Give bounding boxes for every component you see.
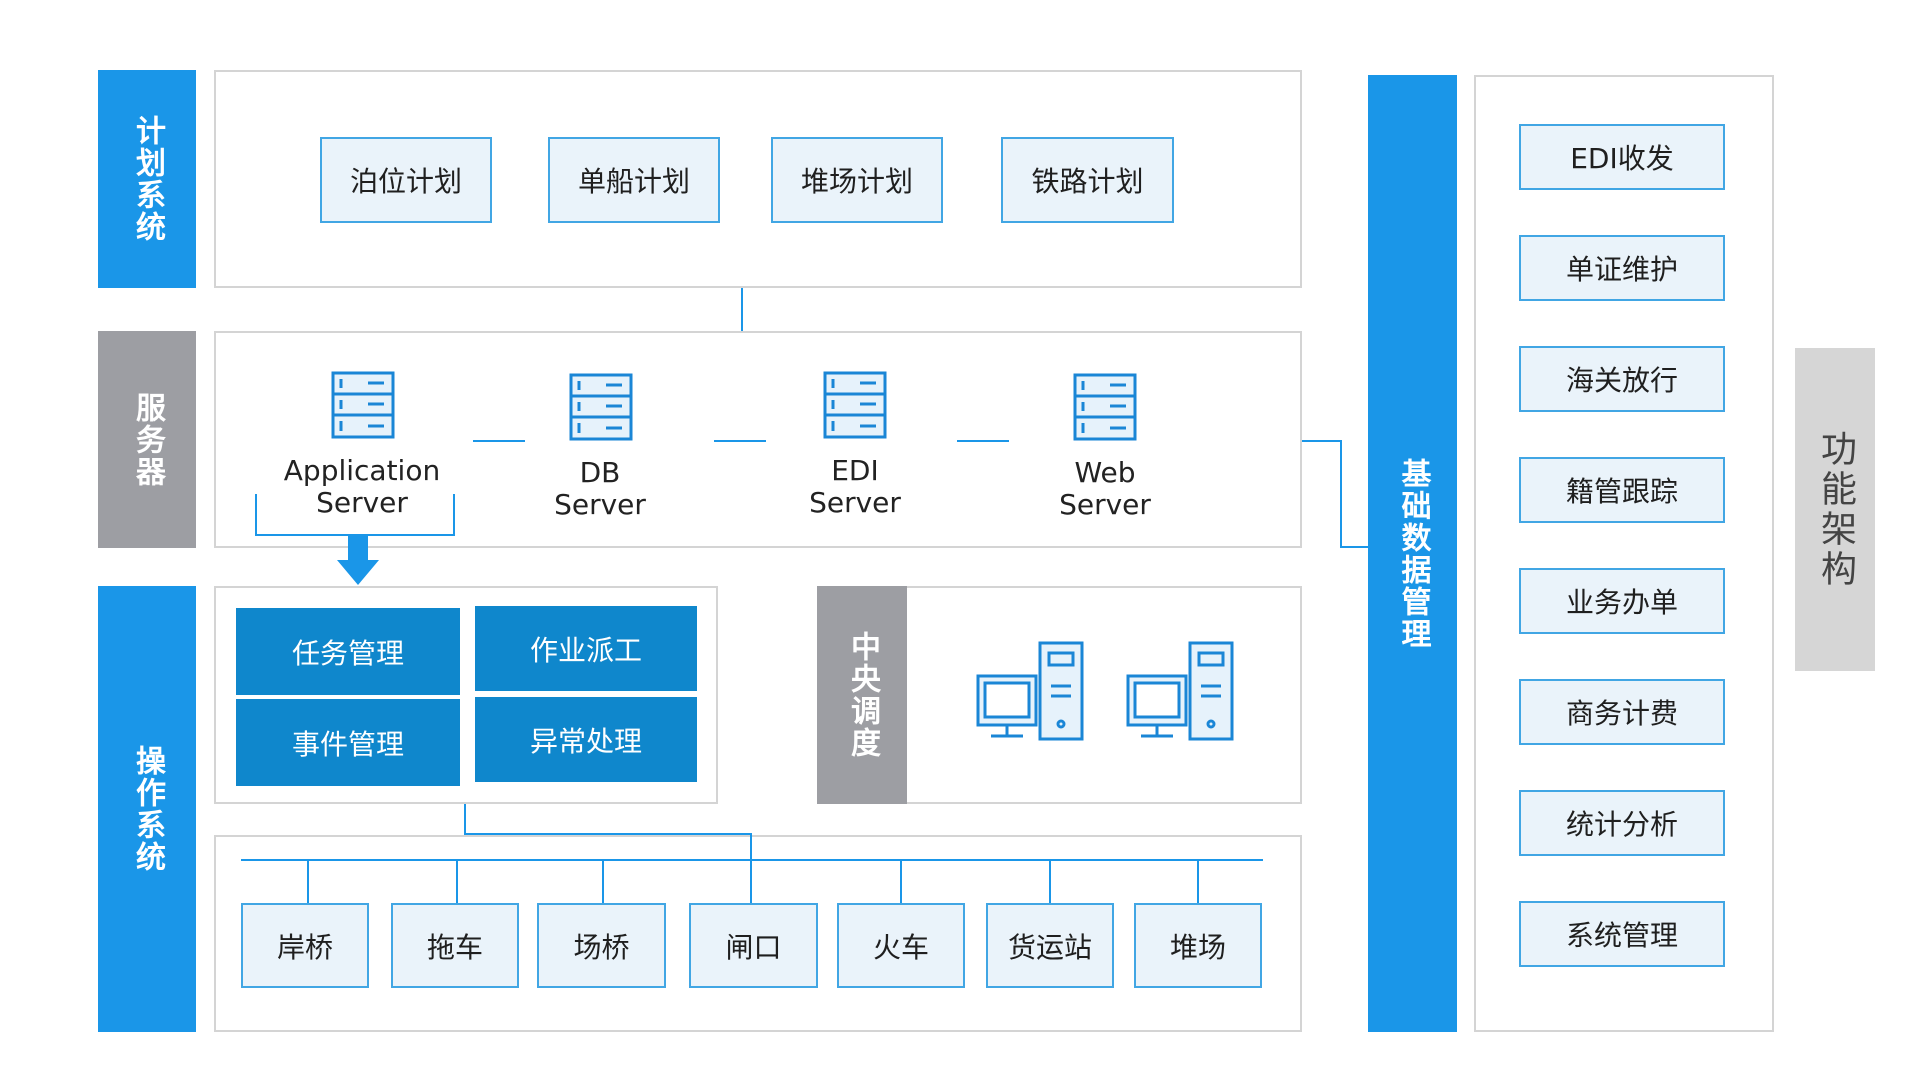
server-link-1 bbox=[473, 440, 525, 442]
basic-item-business: 业务办单 bbox=[1519, 568, 1725, 634]
application-server-icon bbox=[331, 371, 395, 439]
basic-item-document: 单证维护 bbox=[1519, 235, 1725, 301]
plan-item-railway: 铁路计划 bbox=[1001, 137, 1174, 223]
server-link-2 bbox=[714, 440, 766, 442]
plan-system-label: 计划系统 bbox=[98, 70, 196, 288]
server-label: 服务器 bbox=[98, 331, 196, 548]
server-basic-link-v bbox=[1340, 440, 1342, 548]
basic-item-customs: 海关放行 bbox=[1519, 346, 1725, 412]
equipment-tractor: 拖车 bbox=[391, 903, 519, 988]
equipment-freight-station: 货运站 bbox=[986, 903, 1114, 988]
plan-item-ship: 单船计划 bbox=[548, 137, 720, 223]
edi-server-icon bbox=[823, 371, 887, 439]
basic-item-billing: 商务计费 bbox=[1519, 679, 1725, 745]
event-management: 事件管理 bbox=[236, 699, 460, 786]
basic-item-registry: 籍管跟踪 bbox=[1519, 457, 1725, 523]
basic-item-system: 系统管理 bbox=[1519, 901, 1725, 967]
server-link-3 bbox=[957, 440, 1009, 442]
central-dispatch-label: 中央调度 bbox=[817, 586, 907, 804]
task-management: 任务管理 bbox=[236, 608, 460, 695]
down-arrow-icon bbox=[337, 536, 379, 585]
bracket-left bbox=[255, 494, 257, 536]
basic-item-statistics: 统计分析 bbox=[1519, 790, 1725, 856]
plan-item-berth: 泊位计划 bbox=[320, 137, 492, 223]
basic-item-edi: EDI收发 bbox=[1519, 124, 1725, 190]
bus-drop bbox=[602, 859, 604, 903]
bus-drop bbox=[1197, 859, 1199, 903]
op-equip-link-h bbox=[464, 833, 752, 835]
workstation-icon bbox=[1126, 641, 1234, 741]
equipment-bus bbox=[241, 859, 1263, 861]
server-basic-link-h1 bbox=[1302, 440, 1342, 442]
web-server-icon bbox=[1073, 373, 1137, 441]
basic-data-label: 基础数据管理 bbox=[1368, 75, 1457, 1032]
bus-drop bbox=[307, 859, 309, 903]
bracket-right bbox=[453, 494, 455, 536]
bracket-bottom bbox=[255, 534, 455, 536]
operation-system-label: 操作系统 bbox=[98, 586, 196, 1032]
bus-drop bbox=[456, 859, 458, 903]
plan-item-yard: 堆场计划 bbox=[771, 137, 943, 223]
equipment-yard-crane: 场桥 bbox=[537, 903, 666, 988]
plan-server-connector bbox=[741, 288, 743, 331]
op-equip-link-v1 bbox=[464, 804, 466, 835]
basic-data-panel bbox=[1474, 75, 1774, 1032]
bus-drop bbox=[1049, 859, 1051, 903]
work-dispatch: 作业派工 bbox=[475, 606, 697, 691]
equipment-train: 火车 bbox=[837, 903, 965, 988]
server-basic-link-h2 bbox=[1340, 546, 1370, 548]
bus-drop bbox=[750, 859, 752, 903]
function-architecture-title: 功能架构 bbox=[1795, 348, 1875, 671]
equipment-quay-crane: 岸桥 bbox=[241, 903, 369, 988]
db-server-icon bbox=[569, 373, 633, 441]
workstation-icon bbox=[976, 641, 1084, 741]
equipment-gate: 闸口 bbox=[689, 903, 818, 988]
equipment-yard: 堆场 bbox=[1134, 903, 1262, 988]
exception-handling: 异常处理 bbox=[475, 697, 697, 782]
bus-drop bbox=[900, 859, 902, 903]
